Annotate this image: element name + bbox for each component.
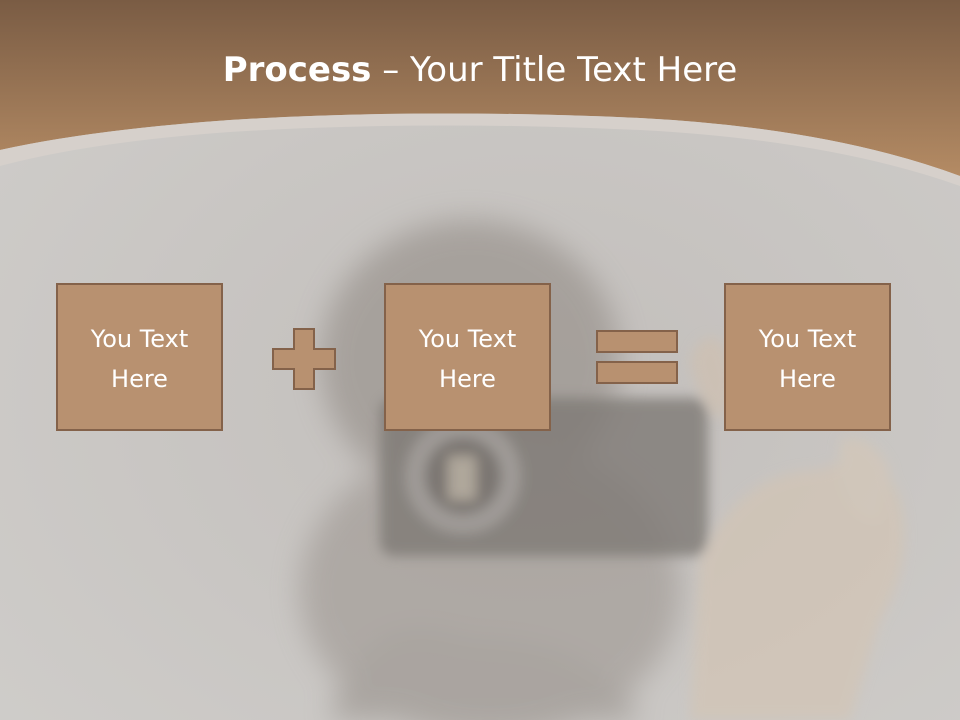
text-box-2[interactable]: You Text Here [384, 283, 551, 431]
text-box-3[interactable]: You Text Here [724, 283, 891, 431]
camera-shape [380, 398, 708, 556]
text-box-1-line-2: Here [111, 365, 168, 393]
title-rest: – Your Title Text Here [371, 50, 738, 90]
text-box-2-line-1: You Text [418, 325, 517, 353]
title-bold-word: Process [222, 50, 372, 90]
hand-shape [690, 337, 905, 720]
text-box-2-line-2: Here [439, 365, 496, 393]
slide-title: Process – Your Title Text Here [0, 50, 960, 90]
plus-icon [272, 328, 336, 390]
equals-icon [596, 330, 678, 384]
text-box-1[interactable]: You Text Here [56, 283, 223, 431]
text-box-3-line-2: Here [779, 365, 836, 393]
text-box-1-line-1: You Text [90, 325, 189, 353]
text-box-3-line-1: You Text [758, 325, 857, 353]
